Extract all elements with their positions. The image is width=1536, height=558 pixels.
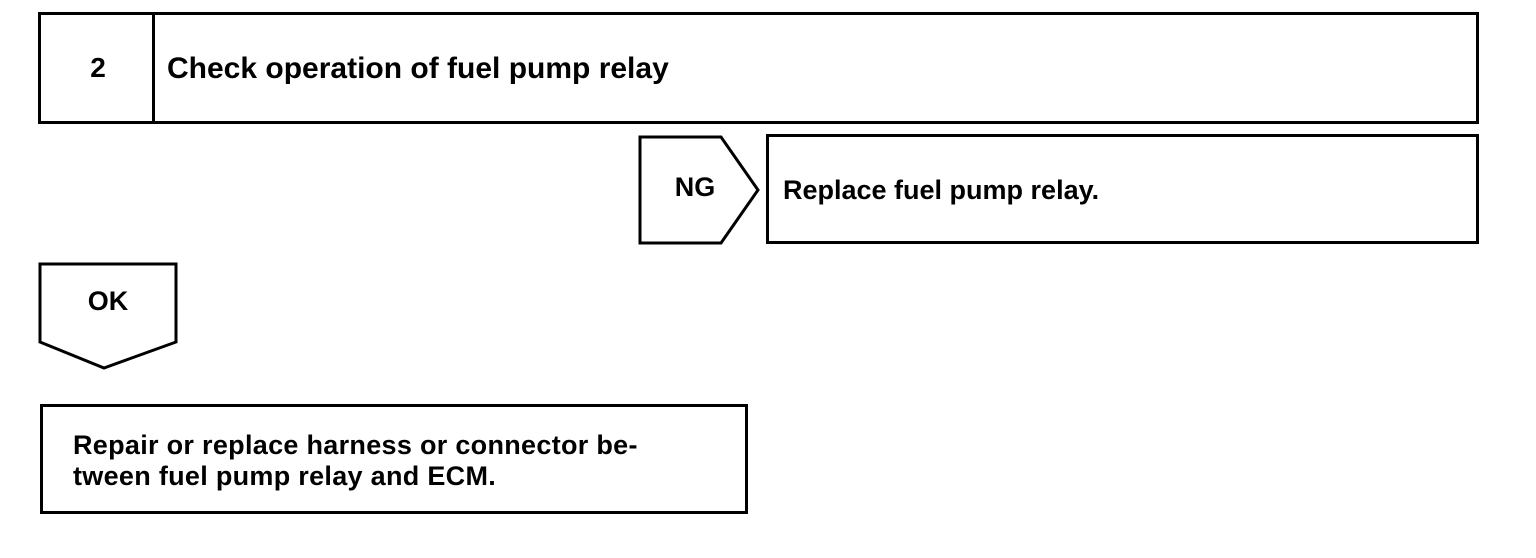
ok-action-line-2: tween fuel pump relay and ECM. (73, 461, 497, 491)
ok-action-box: Repair or replace harness or connector b… (40, 404, 748, 514)
ok-label: OK (87, 286, 129, 316)
ok-action-text: Repair or replace harness or connector b… (73, 430, 638, 492)
step-header-box: 2 Check operation of fuel pump relay (38, 12, 1479, 124)
ok-arrow-shape (38, 262, 178, 370)
ng-action-box: Replace fuel pump relay. (766, 134, 1479, 244)
ng-arrow-shape (638, 135, 760, 245)
ok-action-line-1: Repair or replace harness or connector b… (73, 430, 638, 460)
step-title: Check operation of fuel pump relay (167, 52, 669, 85)
step-number-cell (41, 15, 155, 121)
step-number: 2 (90, 52, 106, 83)
ng-action-text: Replace fuel pump relay. (783, 175, 1100, 205)
ng-label: NG (674, 172, 716, 202)
